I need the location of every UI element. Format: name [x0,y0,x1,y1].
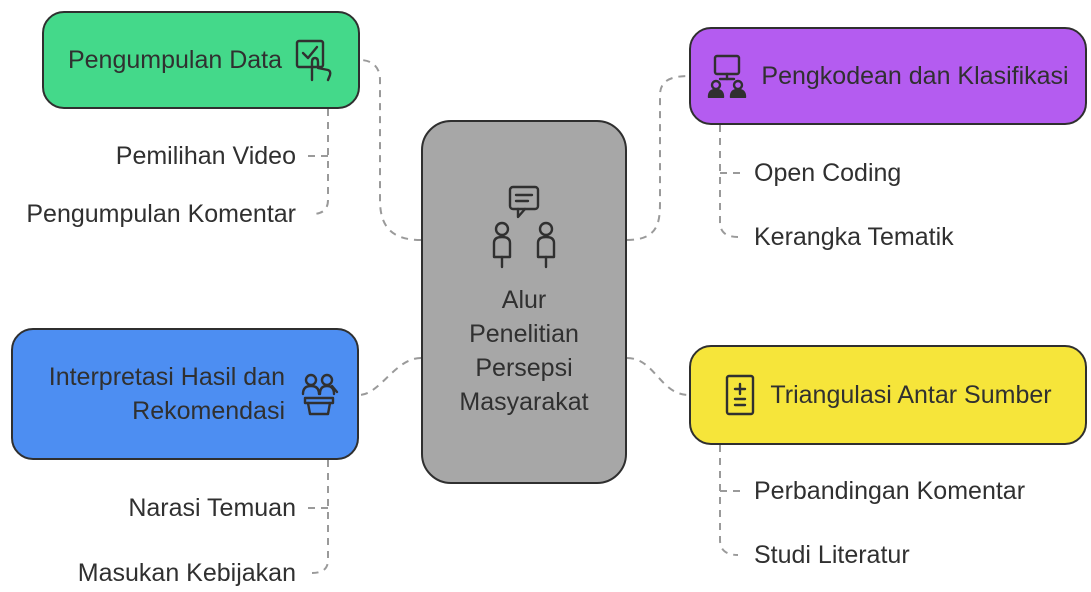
connector-center-to-coding [626,75,690,241]
interpretation-label: Interpretasi Hasil dan Rekomendasi [49,360,285,428]
leaf-item: Open Coding [754,159,902,187]
leaf-item: Pengumpulan Komentar [26,200,296,228]
triangulation-node: Triangulasi Antar Sumber [689,345,1087,445]
touch-checkbox-icon [294,38,334,82]
people-podium-icon [299,372,339,416]
connector-center-to-data-collection [359,59,422,241]
data-collection-node: Pengumpulan Data [42,11,360,109]
central-title-line: Persepsi [475,354,573,382]
connector-data-collection-children [305,109,329,215]
central-title-line: Alur [501,286,547,314]
computer-users-icon [707,54,747,98]
plus-minus-document-icon [724,373,756,417]
interpretation-node: Interpretasi Hasil dan Rekomendasi [11,328,359,460]
central-title: Alur Penelitian Persepsi Masyarakat [459,283,588,419]
connector-interpretation-children [305,460,329,574]
coding-node: Pengkodean dan Klasifikasi [689,27,1087,125]
leaf-item: Pemilihan Video [115,142,296,170]
leaf-item: Masukan Kebijakan [77,559,296,587]
central-node: Alur Penelitian Persepsi Masyarakat [421,120,627,484]
interpretation-label-line: Interpretasi Hasil dan [48,363,285,391]
leaf-item: Studi Literatur [754,541,910,569]
coding-label: Pengkodean dan Klasifikasi [761,62,1069,90]
connector-center-to-triangulation [626,357,690,396]
central-title-line: Masyarakat [459,388,589,416]
leaf-item: Kerangka Tematik [754,223,954,251]
connector-center-to-interpretation [358,357,422,396]
data-collection-label: Pengumpulan Data [67,46,283,74]
connector-coding-children [719,125,744,238]
people-discussion-icon [488,185,560,269]
central-title-line: Penelitian [469,320,579,348]
leaf-item: Narasi Temuan [128,494,296,522]
leaf-item: Perbandingan Komentar [754,477,1026,505]
connector-triangulation-children [719,445,744,556]
triangulation-label: Triangulasi Antar Sumber [770,381,1052,409]
interpretation-label-line: Rekomendasi [132,397,285,425]
